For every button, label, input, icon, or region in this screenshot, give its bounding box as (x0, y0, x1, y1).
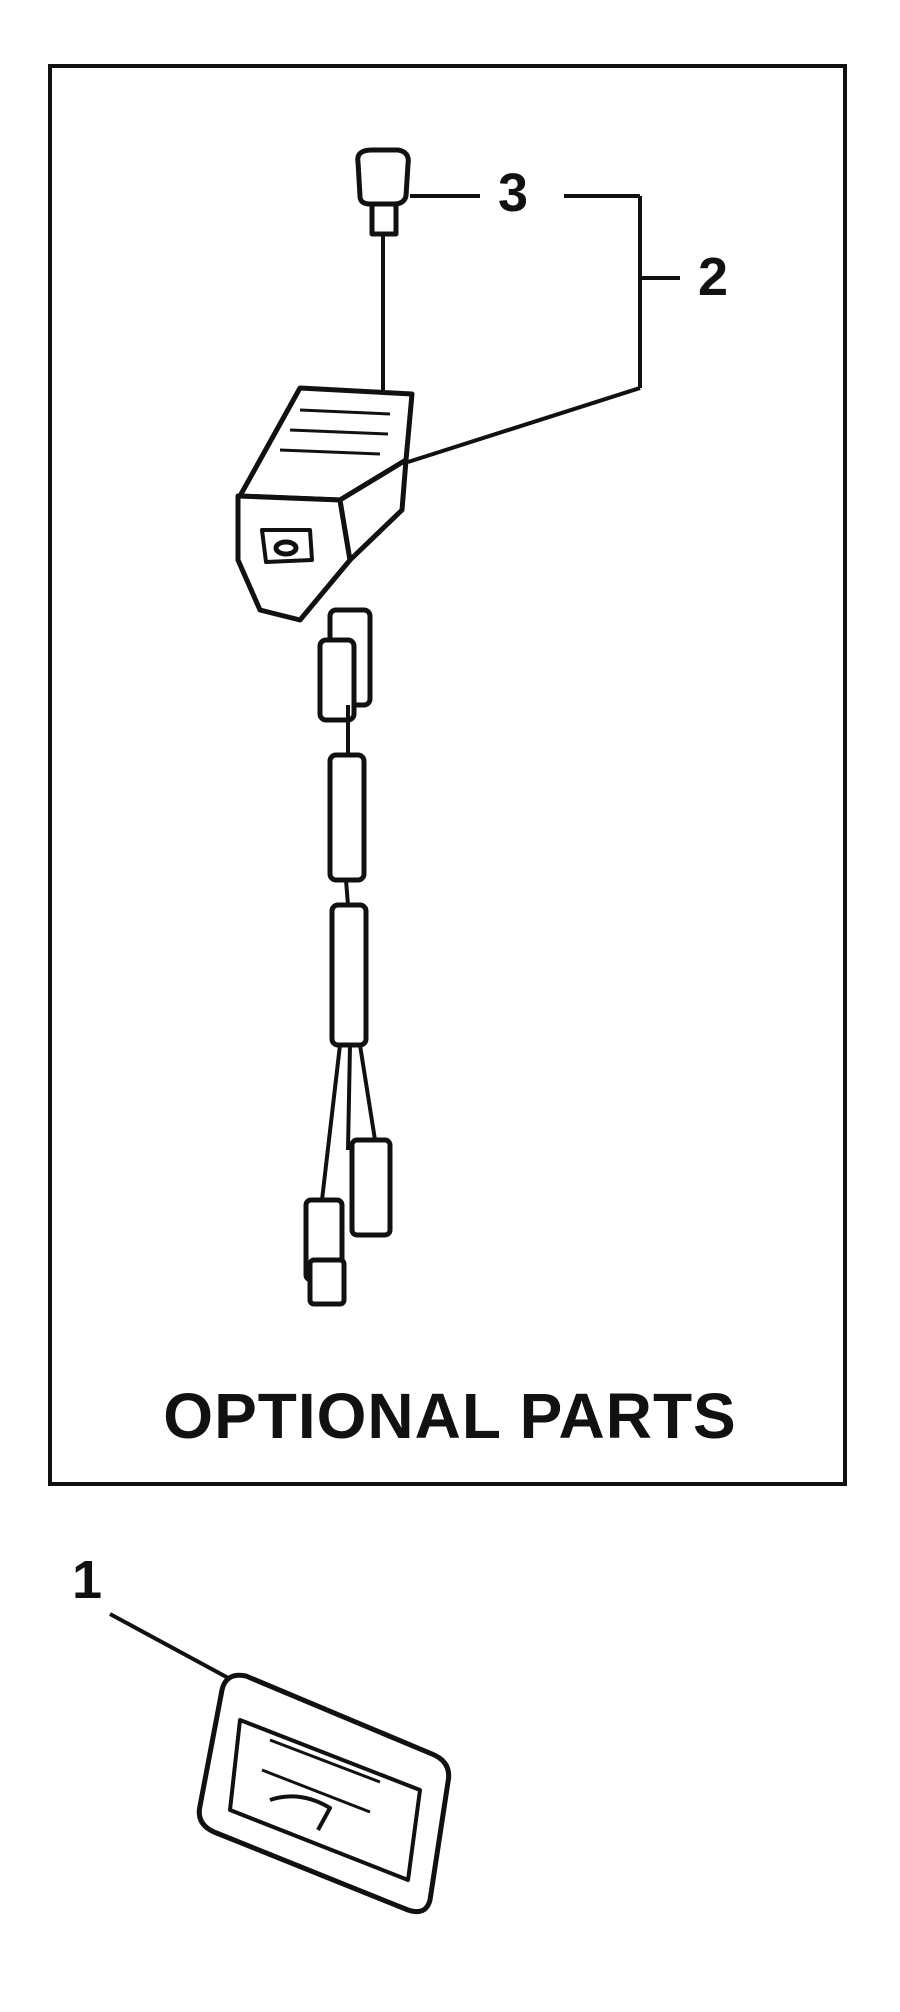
callout-1: 1 (72, 1550, 103, 1610)
leader-line-1 (109, 1612, 233, 1682)
switch-harness-icon (235, 385, 415, 1307)
panel-title: OPTIONAL PARTS (163, 1380, 737, 1452)
optional-parts-frame (48, 64, 847, 1486)
leader-bracket-2 (407, 194, 680, 464)
callout-3: 3 (498, 163, 529, 223)
screw-icon (355, 147, 411, 237)
callout-2: 2 (698, 247, 729, 307)
rocker-switch-icon (196, 1672, 452, 1915)
